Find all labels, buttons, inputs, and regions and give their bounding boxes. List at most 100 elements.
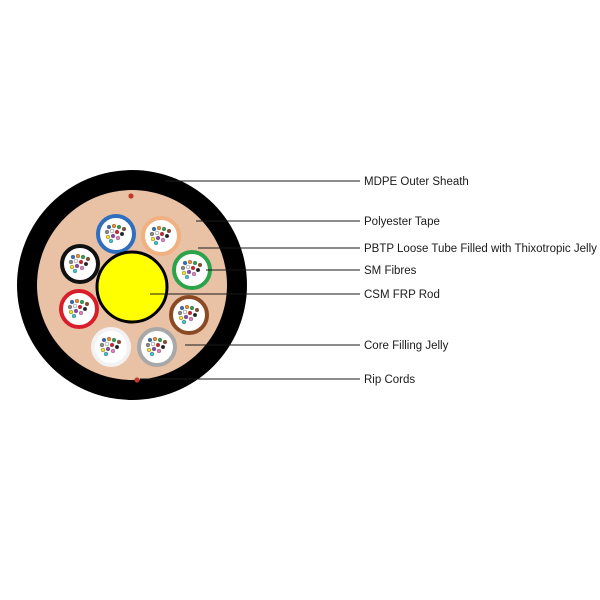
optical-fibre <box>121 226 127 232</box>
loose-tube-red <box>59 289 99 329</box>
optical-fibre <box>192 260 198 266</box>
optical-fibre <box>111 337 117 343</box>
optical-fibre <box>195 267 201 273</box>
optical-fibre <box>109 228 115 234</box>
optical-fibre <box>69 299 75 305</box>
optical-fibre <box>82 306 88 312</box>
loose-tube-black <box>60 244 100 284</box>
optical-fibre <box>119 231 125 237</box>
loose-tube-ring <box>60 244 100 284</box>
loose-tube-ring <box>137 327 177 367</box>
leader-lines <box>140 180 360 380</box>
optical-fibre <box>150 236 156 242</box>
optical-fibre <box>182 309 188 315</box>
optical-fibre <box>182 260 188 266</box>
optical-fibre <box>189 305 195 311</box>
optical-fibre <box>80 254 86 260</box>
optical-fibre <box>149 231 155 237</box>
rip-cord-bottom <box>134 377 140 383</box>
label-sm-fibres: SM Fibres <box>364 265 417 277</box>
optical-fibre <box>114 229 120 235</box>
optical-fibre <box>154 230 160 236</box>
label-pbtp-loose-tube: PBTP Loose Tube Filled with Thixotropic … <box>364 243 597 255</box>
loose-tube-blue <box>96 214 136 254</box>
optical-fibre <box>187 310 193 316</box>
optical-fibre <box>106 224 112 230</box>
optical-fibre <box>160 344 166 350</box>
optical-fibre <box>162 339 168 345</box>
optical-fibre <box>151 226 157 232</box>
loose-tube-green <box>172 250 212 290</box>
optical-fibre <box>110 348 116 354</box>
optical-fibre <box>157 337 163 343</box>
optical-fibre <box>101 337 107 343</box>
optical-fibre <box>156 225 162 231</box>
label-csm-frp-rod: CSM FRP Rod <box>364 289 440 301</box>
optical-fibre <box>79 265 85 271</box>
optical-fibre <box>160 237 166 243</box>
optical-fibre <box>72 268 78 274</box>
optical-fibre <box>83 261 89 267</box>
optical-fibre <box>75 253 81 259</box>
cable-cross-section <box>17 170 247 400</box>
optical-fibre <box>115 235 121 241</box>
loose-tube-orange <box>141 216 181 256</box>
optical-fibre <box>187 259 193 265</box>
loose-tube-ring <box>169 295 209 335</box>
callout-labels: MDPE Outer Sheath Polyester Tape PBTP Lo… <box>364 176 597 386</box>
optical-fibre <box>149 351 155 357</box>
optical-fibre <box>155 235 161 241</box>
optical-fibre <box>104 341 110 347</box>
optical-fibre <box>74 298 80 304</box>
optical-fibre <box>197 262 203 268</box>
optical-fibre <box>183 314 189 320</box>
optical-fibre <box>71 313 77 319</box>
optical-fibre <box>116 224 122 230</box>
optical-fibre <box>78 310 84 316</box>
loose-tube-ring <box>172 250 212 290</box>
optical-fibre <box>116 339 122 345</box>
optical-fibre <box>72 303 78 309</box>
optical-fibre <box>114 344 120 350</box>
optical-fibre <box>186 269 192 275</box>
loose-tube-brown <box>169 295 209 335</box>
optical-fibre <box>146 347 152 353</box>
optical-fibre <box>188 316 194 322</box>
optical-fibre <box>109 342 115 348</box>
optical-fibre <box>152 336 158 342</box>
optical-fibre <box>159 231 165 237</box>
optical-fibre <box>184 304 190 310</box>
optical-fibre <box>78 259 84 265</box>
optical-fibre <box>151 346 157 352</box>
optical-fibre <box>181 319 187 325</box>
optical-fibre <box>67 304 73 310</box>
loose-tube-ring <box>59 289 99 329</box>
optical-fibre <box>100 347 106 353</box>
optical-fibre <box>79 299 85 305</box>
optical-fibre <box>156 348 162 354</box>
label-mdpe-outer-sheath: MDPE Outer Sheath <box>364 176 469 188</box>
label-rip-cords: Rip Cords <box>364 374 415 386</box>
optical-fibre <box>68 309 74 315</box>
loose-tube-white <box>91 327 131 367</box>
optical-fibre <box>85 256 91 262</box>
optical-fibre <box>69 264 75 270</box>
rip-cord-top <box>128 193 134 199</box>
loose-tube-ring <box>96 214 136 254</box>
optical-fibre <box>74 263 80 269</box>
optical-fibre <box>155 342 161 348</box>
optical-fibre <box>153 240 159 246</box>
label-polyester-tape: Polyester Tape <box>364 216 440 228</box>
optical-fibre <box>106 336 112 342</box>
optical-fibre <box>185 264 191 270</box>
optical-fibre <box>145 342 151 348</box>
optical-fibre <box>181 270 187 276</box>
loose-tube-ring <box>141 216 181 256</box>
optical-fibre <box>184 274 190 280</box>
optical-fibre <box>177 310 183 316</box>
optical-fibre <box>99 342 105 348</box>
optical-fibre <box>108 238 114 244</box>
optical-fibre <box>191 271 197 277</box>
optical-fibre <box>70 254 76 260</box>
